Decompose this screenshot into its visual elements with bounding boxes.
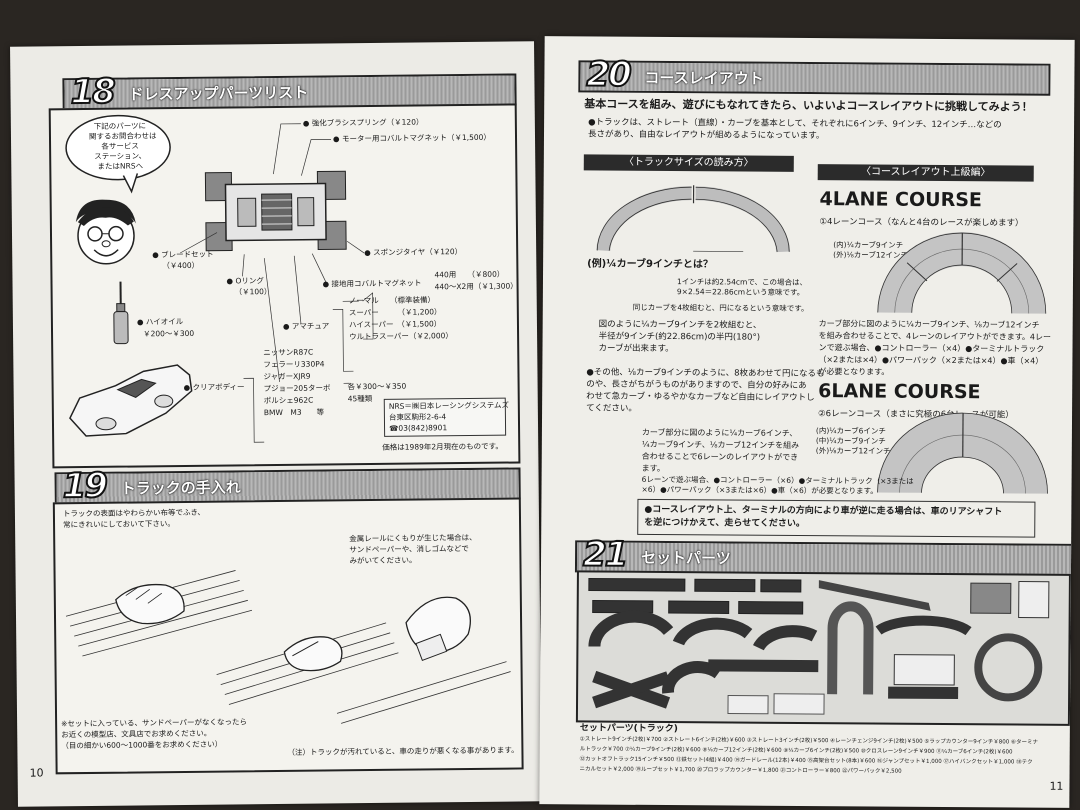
set-parts-caption: セットパーツ(トラック) bbox=[579, 723, 678, 735]
sandpaper-footnote: ※セットに入っている、サンドペーパーがなくなったら お近くの模型店、文具店でお求… bbox=[61, 717, 248, 751]
armature-options: ノーマル （標準装備） スーパー （￥1,200） ハイスーパー （￥1,500… bbox=[348, 295, 453, 342]
example-title: (例)¼カーブ9インチとは？ bbox=[587, 258, 713, 271]
part-o-ring-price: （￥100） bbox=[234, 287, 272, 297]
body-model-list: ニッサンR87C フェラーリ330P4 ジャガーXJR9 プジョー205ターボ … bbox=[263, 346, 331, 419]
terminal-direction-note: ●コースレイアウト上、ターミナルの方向により車が逆に走る場合は、車のリアシャフト… bbox=[637, 498, 1036, 538]
part-armature: ● アマチュア bbox=[282, 321, 330, 331]
section-20-title: コースレイアウト bbox=[644, 68, 764, 88]
six-lane-description: カーブ部分に図のように¼カーブ6インチ、 ¼カーブ9インチ、⅛カーブ12インチを… bbox=[641, 427, 800, 474]
six-lane-curve-drawing bbox=[877, 412, 1048, 495]
section-19-number: 19 bbox=[61, 465, 107, 507]
nrs-address-box: NRS＝㈱日本レーシングシステムズ 台東区駒形2-6-4 ☎03(842)890… bbox=[383, 397, 509, 437]
half-circle-explanation: 図のように¼カーブ9インチを2枚組むと、 半径が9インチ(約22.86cm)の半… bbox=[598, 319, 762, 355]
part-leader-lines bbox=[180, 123, 374, 443]
part-high-oil: ● ハイオイル bbox=[136, 316, 184, 327]
part-ground-magnet: ● 接地用コバルトマグネット bbox=[322, 278, 422, 289]
body-model: プジョー205ターボ bbox=[263, 383, 331, 394]
part-sponge-tire: ● スポンジタイヤ（￥120） bbox=[364, 247, 463, 258]
section-19-title: トラックの手入れ bbox=[120, 478, 241, 498]
part-clear-body: ● クリアボディー bbox=[183, 382, 245, 392]
example-notes: 1インチは約2.54cmで、この場合は、 9×2.54＝22.86cmという意味… bbox=[676, 277, 808, 297]
body-model: BMW M3 等 bbox=[263, 407, 325, 418]
section-20-header: 20 コースレイアウト bbox=[578, 53, 1051, 96]
part-o-ring: ● Oリング bbox=[226, 276, 264, 286]
part-blade-set-price: （￥400） bbox=[162, 260, 200, 271]
body-model: ポルシェ962C bbox=[263, 395, 314, 406]
body-model: ニッサンR87C bbox=[263, 347, 314, 358]
advanced-layout-bar: 〈コースレイアウト上級編〉 bbox=[817, 164, 1034, 182]
layout-intro: ●トラックは、ストレート（直線）・カーブを基本として、それぞれに6インチ、9イン… bbox=[587, 117, 1002, 142]
section-21-number: 21 bbox=[582, 533, 628, 575]
four-lane-curve-drawing bbox=[877, 232, 1047, 315]
mascot-face-icon bbox=[75, 199, 136, 265]
part-blade-set: ● ブレードセット bbox=[152, 249, 214, 260]
set-parts-price-list: ①ストレート9インチ(2枚)￥700 ②ストレート6インチ(2枚)￥600 ③ス… bbox=[579, 736, 1039, 775]
set-parts-photo bbox=[575, 570, 1071, 726]
four-lane-title: 4LANE COURSE bbox=[819, 188, 982, 212]
part-motor-magnet: ● モーター用コバルトマグネット（￥1,500） bbox=[332, 132, 491, 144]
four-lane-description: カーブ部分に図のように¼カーブ9インチ、⅛カーブ12インチ を組み合わせることで… bbox=[818, 319, 1052, 377]
price-note: 価格は1989年2月現在のものです。 bbox=[382, 441, 503, 452]
clear-body-car-drawing bbox=[69, 364, 193, 437]
section-20-number: 20 bbox=[585, 53, 631, 95]
track-cleaning-illustration bbox=[65, 570, 511, 724]
set-parts-illustration bbox=[588, 577, 1050, 715]
six-lane-title: 6LANE COURSE bbox=[818, 380, 981, 404]
layout-headline: 基本コースを組み、遊びにもなれてきたら、いよいよコースレイアウトに挑戦してみよう… bbox=[584, 97, 1033, 114]
page-number-right: 11 bbox=[1049, 779, 1064, 793]
speech-bubble-shape bbox=[65, 114, 171, 194]
chassis-drawing bbox=[204, 170, 347, 252]
section-21-title: セットパーツ bbox=[640, 548, 731, 568]
left-page: 18 ドレスアップパーツリスト 下記のパーツに 関するお問合わせは 各サービス … bbox=[10, 41, 542, 807]
four-lane-subtitle: ①4レーンコース（なんと4台のレースが楽しめます） bbox=[819, 217, 1024, 229]
other-curves-explanation: ●その他、⅛カーブ9インチのように、8枚あわせて円になるも のや、長さがちがうも… bbox=[586, 367, 825, 414]
track-size-bar: 〈トラックサイズの読み方〉 bbox=[583, 154, 794, 172]
ground-magnet-options: 440用 （￥800） 440～X2用（￥1,300） bbox=[434, 269, 518, 292]
six-lane-labels: (内)¼カーブ6インチ (中)¼カーブ9インチ (外)⅛カーブ12インチ bbox=[815, 426, 891, 456]
body-model: フェラーリ330P4 bbox=[263, 359, 325, 370]
quarter-curve-example-drawing bbox=[596, 185, 791, 253]
part-high-oil-price: ￥200～￥300 bbox=[143, 328, 195, 339]
body-model: ジャガーXJR9 bbox=[263, 371, 311, 382]
oil-bottle-icon bbox=[113, 281, 129, 345]
part-brush-spring: ● 強化ブラシスプリング（￥120） bbox=[302, 117, 424, 128]
six-lane-requirements: 6レーンで遊ぶ場合、●コントローラー（×6）●ターミナルトラック（×3または ×… bbox=[641, 474, 914, 496]
example-note-circle: 同じカーブを4枚組むと、円になるという意味です。 bbox=[632, 302, 809, 314]
page-number-left: 10 bbox=[29, 766, 44, 780]
right-page: 20 コースレイアウト 基本コースを組み、遊びにもなれてきたら、いよいよコースレ… bbox=[539, 36, 1075, 808]
